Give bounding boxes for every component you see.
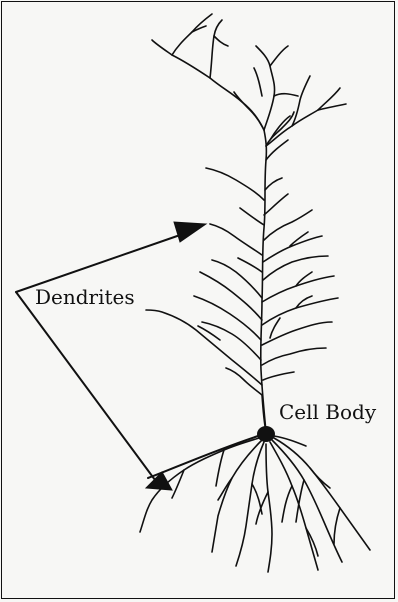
dendrite-branch	[210, 224, 262, 255]
dendrite-branch	[262, 298, 338, 325]
dendrite-branch	[194, 296, 261, 340]
dendrite-branch	[210, 78, 264, 130]
dendrite-branch	[264, 194, 288, 215]
dendrite-branch	[274, 94, 298, 96]
cell-body-label: Cell Body	[279, 402, 376, 422]
basal-dendrite	[334, 508, 340, 544]
dendrite-branch	[263, 372, 294, 380]
basal-dendrite	[282, 486, 292, 522]
dendrite-branch	[172, 14, 212, 55]
arrowhead-upper	[174, 222, 206, 242]
dendrite-branch	[264, 210, 312, 240]
dendrite-branch	[270, 46, 288, 66]
dendrite-branch	[234, 92, 264, 130]
dendrite-branch	[265, 178, 282, 190]
dendrite-branch	[263, 236, 322, 262]
dendrite-branch	[214, 36, 228, 46]
dendrite-branch	[270, 116, 290, 140]
pointer-line-upper	[16, 234, 183, 292]
dendrite-branch	[206, 168, 264, 200]
dendrite-branch	[256, 46, 275, 130]
basal-dendrite	[270, 442, 318, 570]
dendrite-branch	[254, 68, 262, 96]
dendrite-branch	[226, 368, 262, 395]
basal-dendrite	[266, 444, 272, 572]
pointer-line-soma	[148, 436, 258, 478]
dendrite-branch	[292, 76, 310, 126]
dendrite-branch	[262, 322, 332, 345]
dendrite-branch	[152, 40, 172, 55]
dendrite-branch	[146, 310, 262, 385]
dendrites-label: Dendrites	[35, 287, 135, 307]
dendrite-branch	[202, 322, 261, 360]
basal-dendrite	[272, 440, 342, 562]
apical-trunk	[261, 130, 267, 432]
dendrite-branch	[198, 326, 220, 340]
pointer-line-lower	[16, 292, 158, 484]
dendrite-branch	[210, 20, 222, 78]
dendrite-branch	[262, 348, 326, 365]
dendrite-branch	[238, 258, 262, 272]
dendrite-branch	[212, 260, 262, 298]
basal-dendrite	[216, 450, 224, 486]
basal-dendrite	[212, 440, 262, 552]
dendrite-branch	[270, 318, 280, 338]
cell-body-soma	[257, 426, 275, 442]
basal-dendrite	[310, 468, 330, 488]
dendrite-branch	[262, 276, 334, 302]
dendrite-branch	[240, 208, 264, 225]
dendrite-branch	[200, 272, 262, 320]
dendrite-branch	[263, 256, 328, 280]
dendrite-branch	[172, 55, 210, 78]
